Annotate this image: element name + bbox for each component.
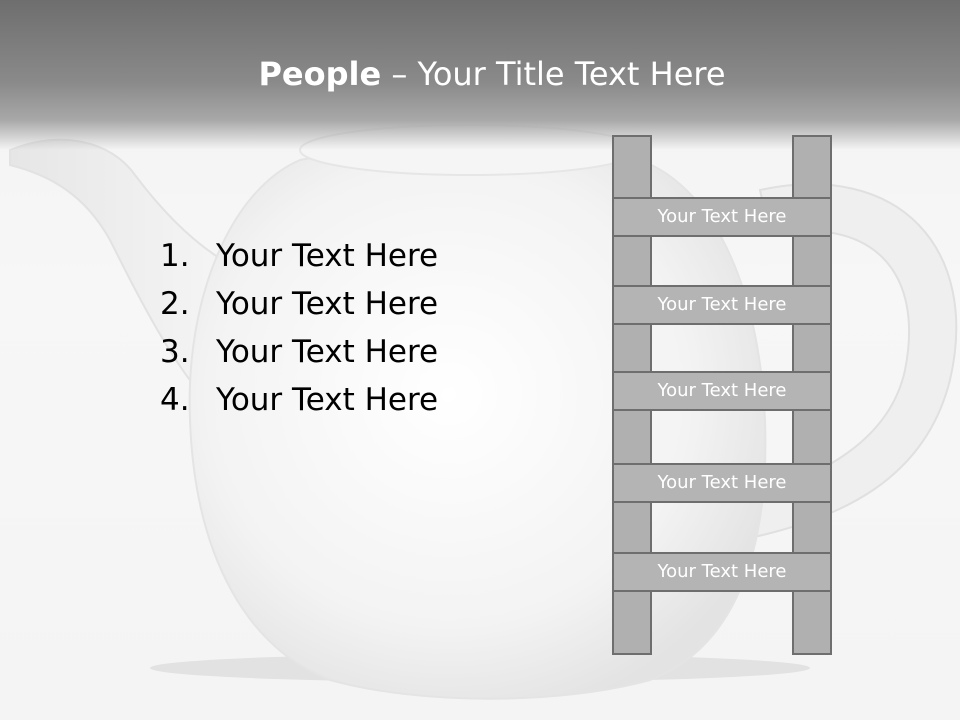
ladder-diagram: Your Text Here Your Text Here Your Text … bbox=[612, 135, 834, 658]
title-bar bbox=[0, 0, 960, 150]
list-item: 2. Your Text Here bbox=[160, 280, 438, 328]
list-item: 1. Your Text Here bbox=[160, 232, 438, 280]
ladder-rung: Your Text Here bbox=[612, 197, 832, 237]
list-number: 3. bbox=[160, 334, 190, 370]
ladder-rung: Your Text Here bbox=[612, 371, 832, 411]
ladder-rung: Your Text Here bbox=[612, 285, 832, 325]
list-text: Your Text Here bbox=[216, 286, 439, 322]
list-item: 3. Your Text Here bbox=[160, 328, 438, 376]
list-number: 2. bbox=[160, 286, 190, 322]
ladder-rung: Your Text Here bbox=[612, 463, 832, 503]
list-number: 1. bbox=[160, 238, 190, 274]
title-rest: – Your Title Text Here bbox=[381, 55, 726, 93]
list-text: Your Text Here bbox=[216, 238, 439, 274]
list-item: 4. Your Text Here bbox=[160, 376, 438, 424]
list-text: Your Text Here bbox=[216, 334, 439, 370]
ladder-rung: Your Text Here bbox=[612, 552, 832, 592]
slide-title: People – Your Title Text Here bbox=[0, 52, 960, 96]
list-number: 4. bbox=[160, 382, 190, 418]
list-text: Your Text Here bbox=[216, 382, 439, 418]
numbered-list: 1. Your Text Here 2. Your Text Here 3. Your… bbox=[160, 232, 438, 424]
title-bold: People bbox=[258, 55, 382, 93]
